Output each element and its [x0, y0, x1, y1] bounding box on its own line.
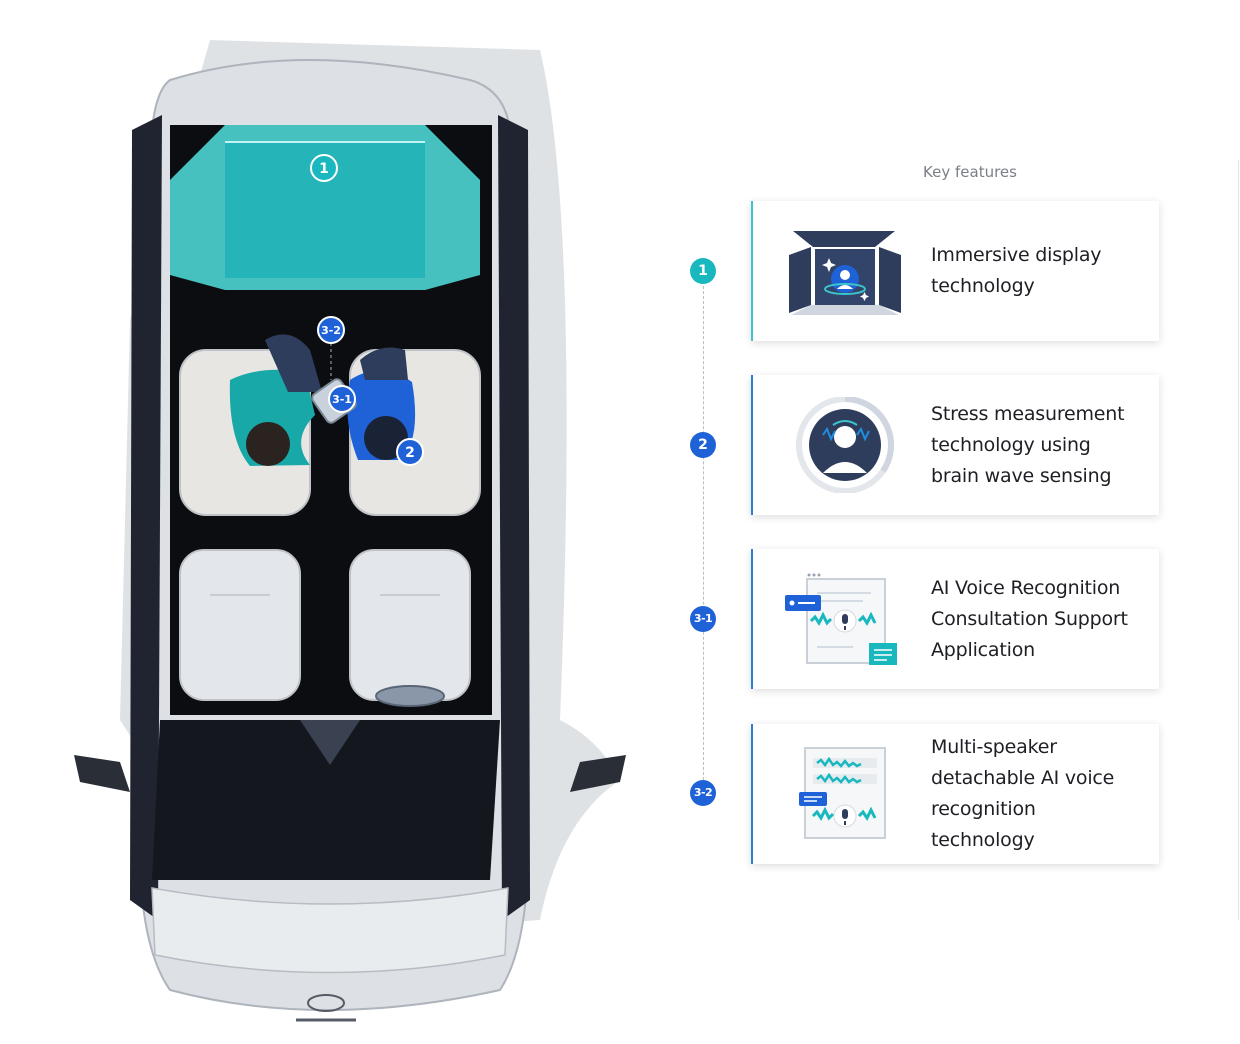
detachable-speaker-device: [375, 685, 445, 707]
feature-card-multi-speaker: Multi-speaker detachable AI voice recogn…: [751, 724, 1159, 864]
left-mirror-icon: [74, 755, 130, 792]
feature-card-stress-measurement: Stress measurement technology using brai…: [751, 375, 1159, 515]
feature-card-voice-consultation: AI Voice Recognition Consultation Suppor…: [751, 549, 1159, 689]
brand-logo-icon: [307, 994, 345, 1012]
car-right-side: [498, 115, 530, 920]
car-badge-3-1: 3-1: [328, 385, 356, 413]
feature-label-3-1: AI Voice Recognition Consultation Suppor…: [931, 576, 1128, 661]
car-badge-1: 1: [310, 154, 338, 182]
timeline-marker-1: 1: [690, 258, 716, 284]
right-mirror-icon: [570, 755, 626, 792]
feature-card-immersive-display: Immersive display technology: [751, 201, 1159, 341]
timeline-marker-3-2: 3-2: [690, 780, 716, 806]
feature-label-2: Stress measurement technology using brai…: [931, 402, 1125, 487]
voice-consultation-icon: [783, 571, 907, 667]
car-badge-2: 2: [396, 438, 424, 466]
passenger-blue-legs: [360, 347, 408, 380]
svg-text:3-1: 3-1: [332, 393, 352, 406]
passenger-teal-head: [246, 422, 290, 466]
timeline-connector: [703, 286, 704, 780]
car-top-view: 1 3-2 3-1 2: [60, 20, 640, 1030]
panel-title: Key features: [923, 163, 1017, 181]
rear-bumper: [151, 887, 509, 974]
svg-text:3-2: 3-2: [321, 324, 341, 337]
panel-divider: [1238, 160, 1239, 920]
timeline-marker-3-1: 3-1: [690, 606, 716, 632]
brain-wave-icon: [783, 395, 907, 494]
passenger-teal-legs: [265, 334, 322, 392]
timeline-marker-2: 2: [690, 432, 716, 458]
immersive-display-icon: [783, 223, 907, 319]
feature-label-3-2: Multi-speaker detachable AI voice recogn…: [931, 736, 1115, 851]
svg-text:1: 1: [319, 161, 329, 177]
rear-left-seat: [179, 549, 301, 701]
car-badge-3-2: 3-2: [317, 316, 345, 344]
multi-speaker-icon: [783, 746, 907, 842]
rear-glass: [152, 720, 500, 880]
car-left-side: [130, 115, 162, 920]
rear-right-seat: [349, 549, 471, 701]
svg-text:2: 2: [405, 445, 415, 461]
feature-label-1: Immersive display technology: [931, 244, 1102, 297]
